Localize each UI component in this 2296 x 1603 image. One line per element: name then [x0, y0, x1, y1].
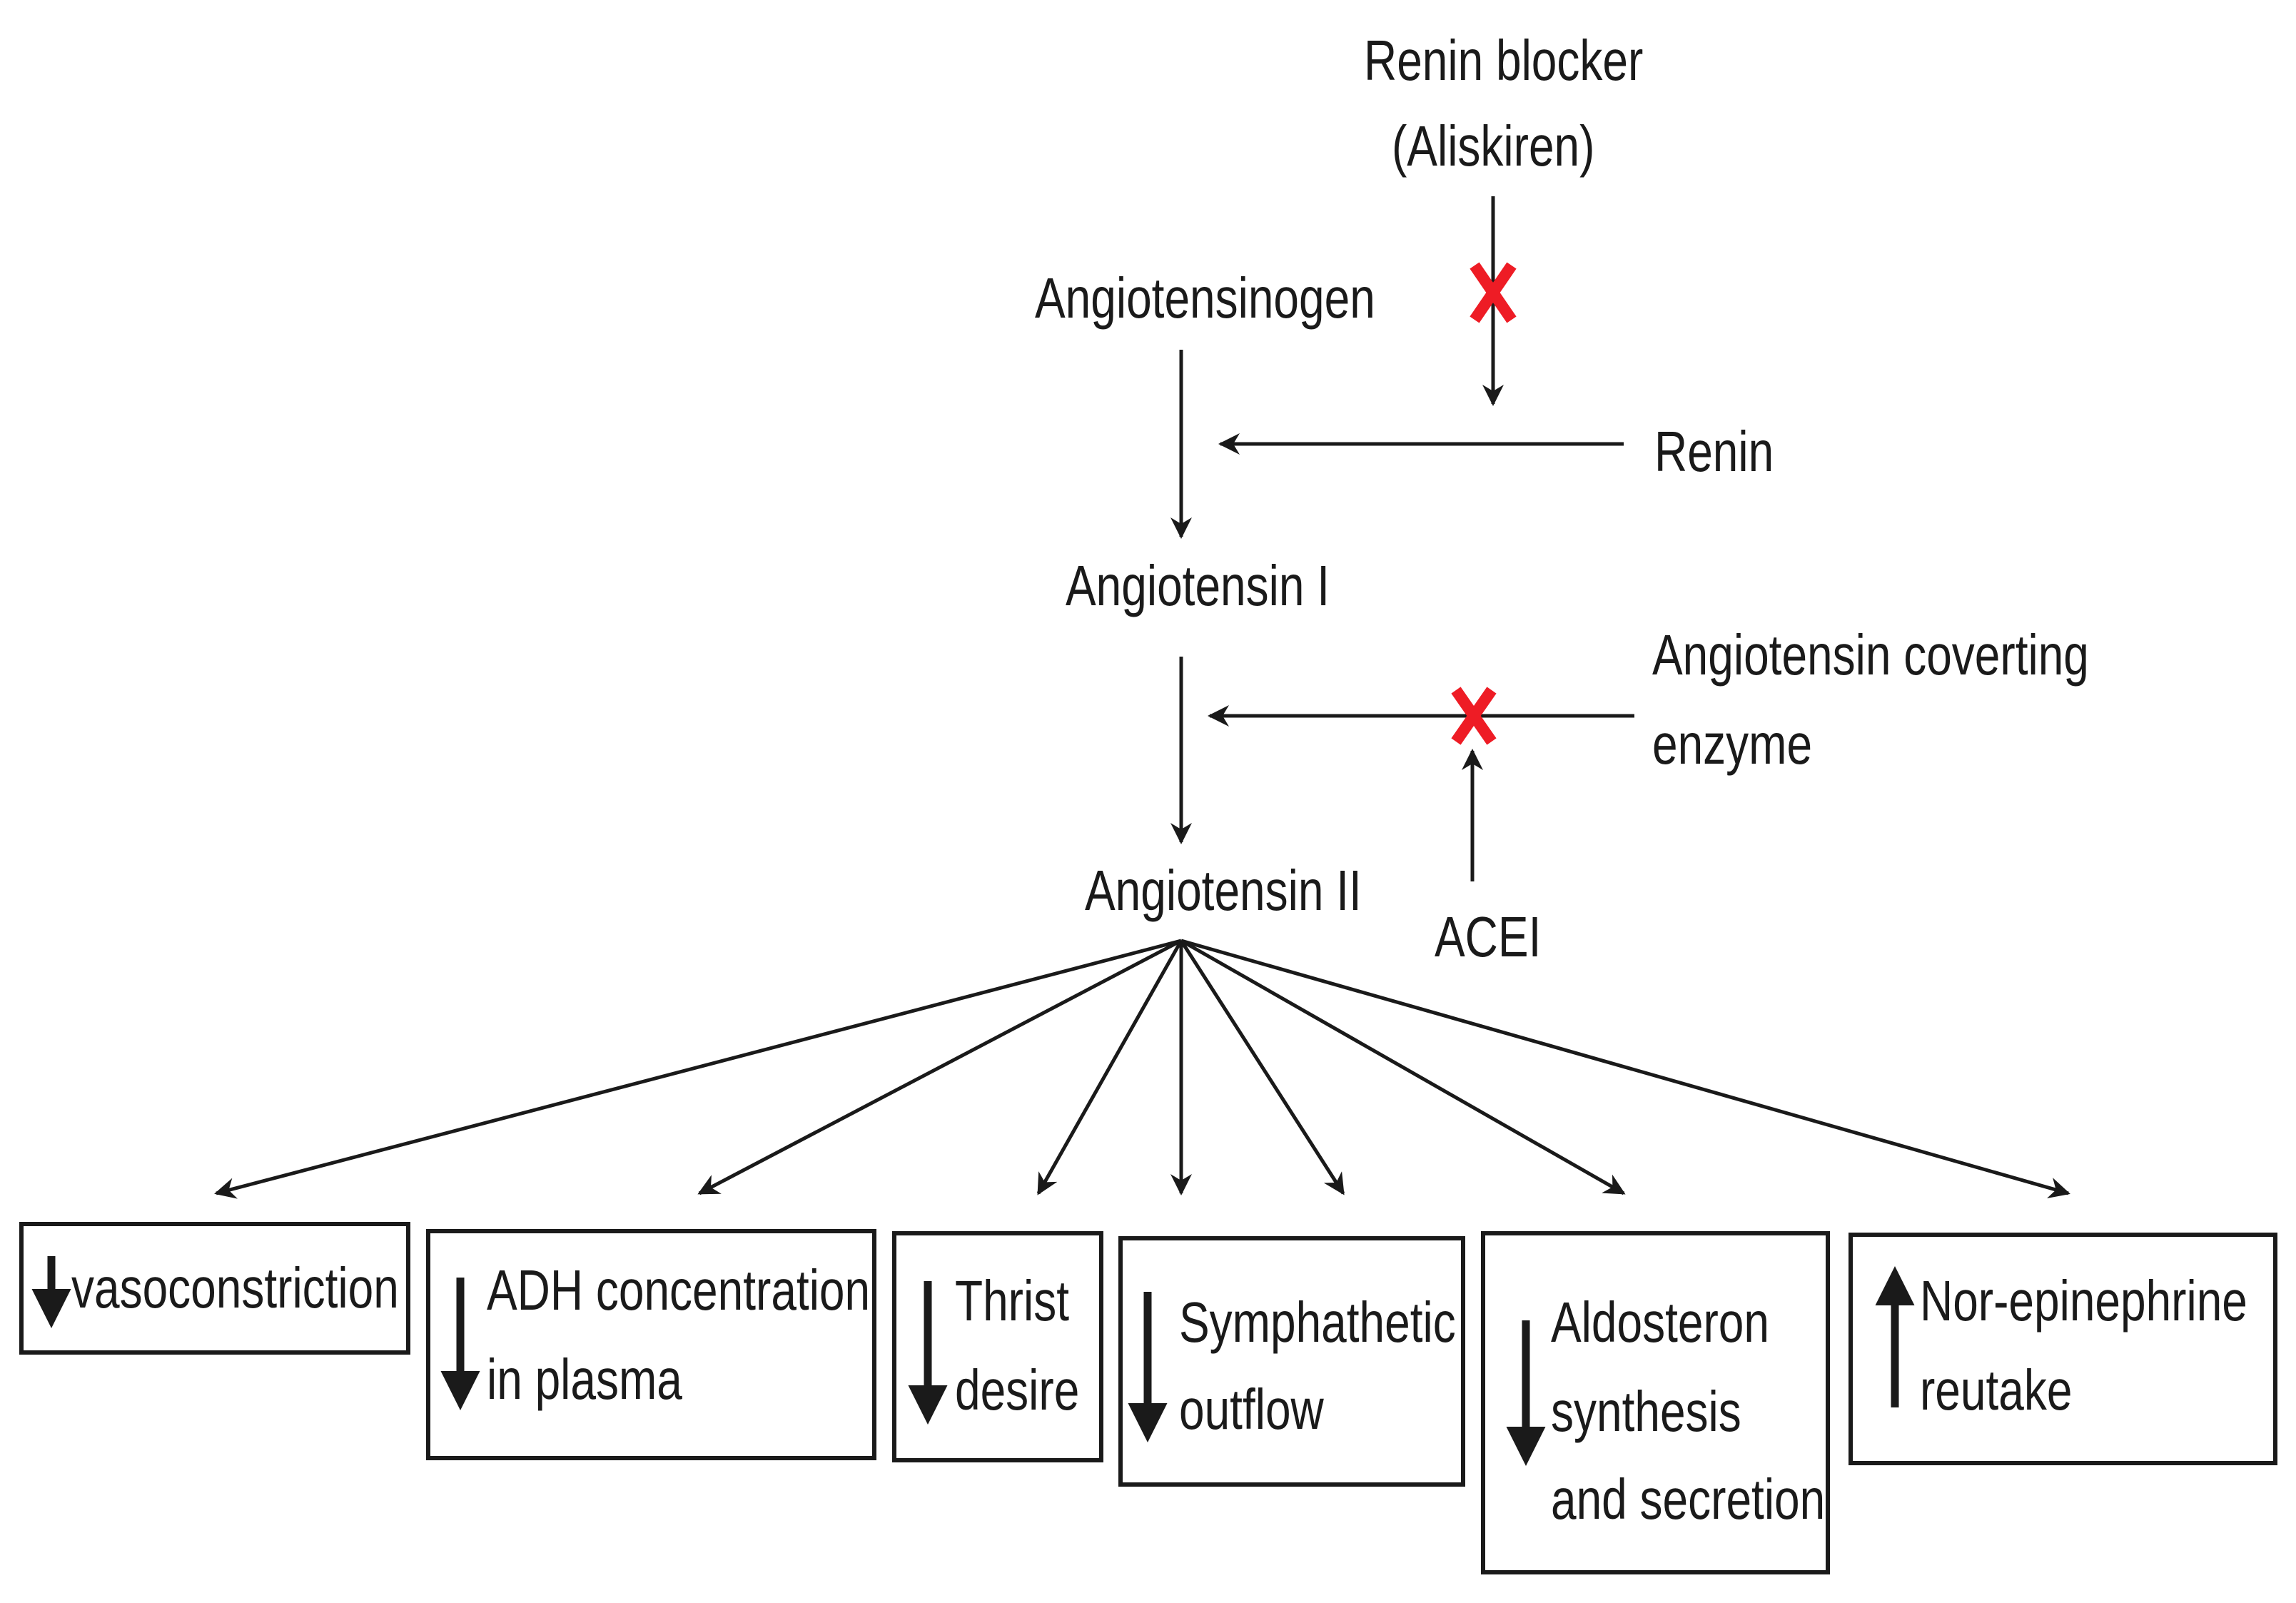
effect-arrow-aldosterone — [1180, 939, 1626, 1195]
effect-box-norepinephrine: Nor-epinephrine reutake — [1849, 1233, 2277, 1465]
acei-label: ACEI — [1435, 905, 1541, 969]
renin-blocker-label: Renin blocker — [1364, 29, 1643, 92]
effect-label: Symphathetic — [1179, 1290, 1456, 1354]
effect-arrow-adh — [697, 939, 1183, 1195]
block-x-icon — [1451, 687, 1497, 745]
ace-label-line-2: enzyme — [1652, 712, 1812, 776]
effect-box-aldosterone: Aldosteron synthesis and secretion — [1481, 1231, 1830, 1574]
effect-box-adh: ADH concentration in plasma — [426, 1229, 876, 1460]
effect-label: ADH concentration — [487, 1258, 870, 1322]
angiotensinogen-label: Angiotensinogen — [1035, 266, 1375, 330]
effect-label: Thrist — [955, 1269, 1069, 1333]
block-x-icon — [1470, 262, 1517, 323]
effect-label-line-2: reutake — [1920, 1358, 2072, 1422]
effect-box-thirst: Thrist desire — [892, 1231, 1103, 1462]
renin-label: Renin — [1654, 420, 1774, 483]
effect-arrow-sympathetic — [1179, 939, 1345, 1195]
effect-label: Nor-epinephrine — [1920, 1269, 2247, 1333]
ace-label: Angiotensin coverting — [1652, 623, 2089, 687]
effect-label-line-2: synthesis — [1551, 1380, 1741, 1443]
effect-label-line-3: and secretion — [1551, 1467, 1825, 1531]
angiotensin-2-label: Angiotensin II — [1085, 859, 1362, 922]
angiotensin-1-label: Angiotensin I — [1066, 554, 1330, 617]
effect-label-line-2: outflow — [1179, 1377, 1324, 1441]
effect-label: vasoconstriction — [71, 1256, 399, 1320]
effect-box-vasoconstriction: vasoconstriction — [19, 1222, 410, 1355]
effect-arrow-thirst — [1036, 939, 1183, 1195]
effect-arrow-vasoconstriction — [214, 939, 1182, 1199]
effect-arrow-norepinephrine — [1180, 939, 2070, 1199]
effect-label: Aldosteron — [1551, 1290, 1769, 1354]
effect-box-sympathetic: Symphathetic outflow — [1118, 1236, 1465, 1487]
effect-label-line-2: desire — [955, 1358, 1079, 1422]
effect-label-line-2: in plasma — [487, 1347, 683, 1411]
renin-blocker-drug-label: (Aliskiren) — [1392, 114, 1594, 178]
effect-arrows — [214, 939, 2070, 1199]
